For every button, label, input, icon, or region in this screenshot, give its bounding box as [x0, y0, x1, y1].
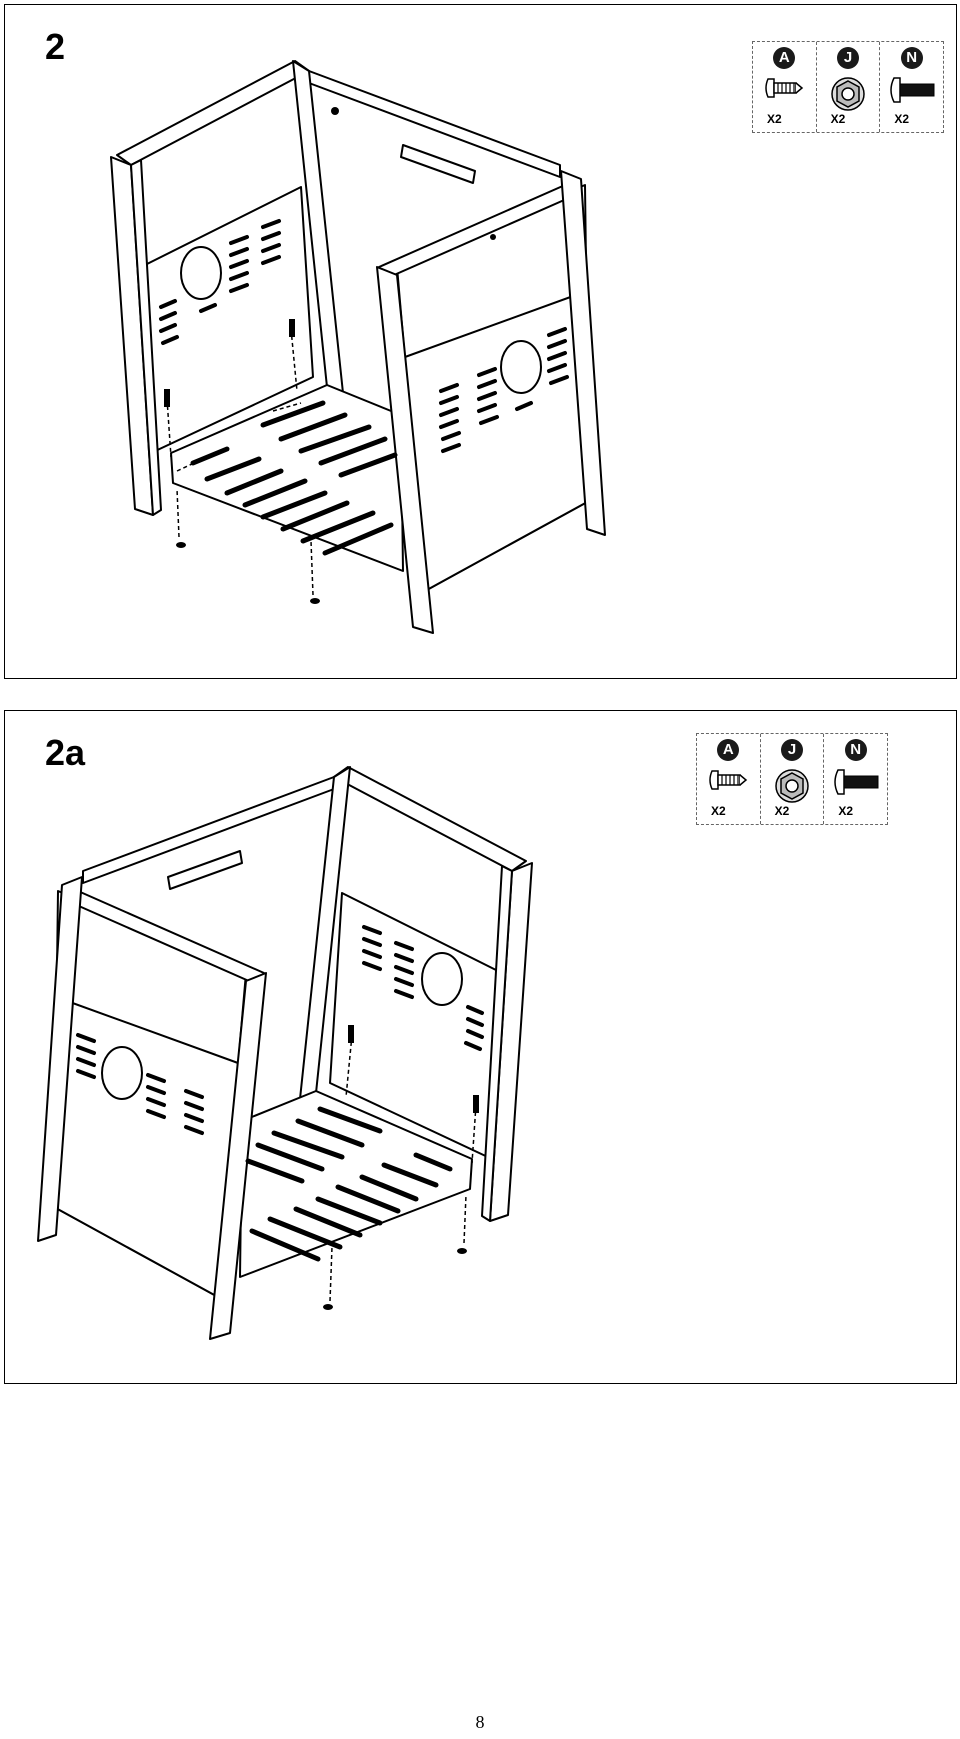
part-quantity: X2 [774, 804, 790, 818]
flange-nut-icon [775, 769, 809, 803]
bolt-icon [833, 769, 879, 795]
part-letter-badge: N [844, 739, 867, 761]
page-number: 8 [475, 1712, 485, 1732]
hardware-part-a: A X2 [753, 42, 817, 132]
hardware-part-j: J X2 [817, 42, 881, 132]
hardware-part-n: N X2 [880, 42, 943, 132]
tapping-screw-icon [709, 770, 748, 790]
tapping-screw-icon [765, 78, 804, 98]
part-quantity: X2 [711, 804, 726, 818]
flange-nut-icon [831, 77, 865, 111]
part-letter-badge: N [900, 47, 923, 69]
step-2-panel: 2 A X2 J X2 N [4, 4, 957, 679]
part-letter-badge: A [773, 47, 796, 69]
part-quantity: X2 [767, 112, 782, 126]
hardware-part-a: A X2 [697, 734, 761, 824]
hardware-part-n: N X2 [824, 734, 887, 824]
step-number: 2 [45, 26, 66, 67]
part-quantity: X2 [894, 112, 910, 126]
part-letter-badge: A [717, 739, 740, 761]
part-letter-badge: J [837, 47, 859, 69]
hardware-box: A X2 J X2 N X2 [752, 41, 944, 133]
part-letter-badge: J [781, 739, 803, 761]
hardware-box: A X2 J X2 N X2 [696, 733, 888, 825]
bolt-icon [889, 77, 935, 103]
cart-frame-illustration [110, 60, 606, 634]
part-quantity: X2 [830, 112, 846, 126]
hardware-part-j: J X2 [761, 734, 825, 824]
cart-frame-illustration [37, 766, 533, 1340]
step-number: 2a [45, 732, 86, 773]
part-quantity: X2 [838, 804, 854, 818]
step-2a-panel: 2a A X2 J X2 N [4, 710, 957, 1384]
